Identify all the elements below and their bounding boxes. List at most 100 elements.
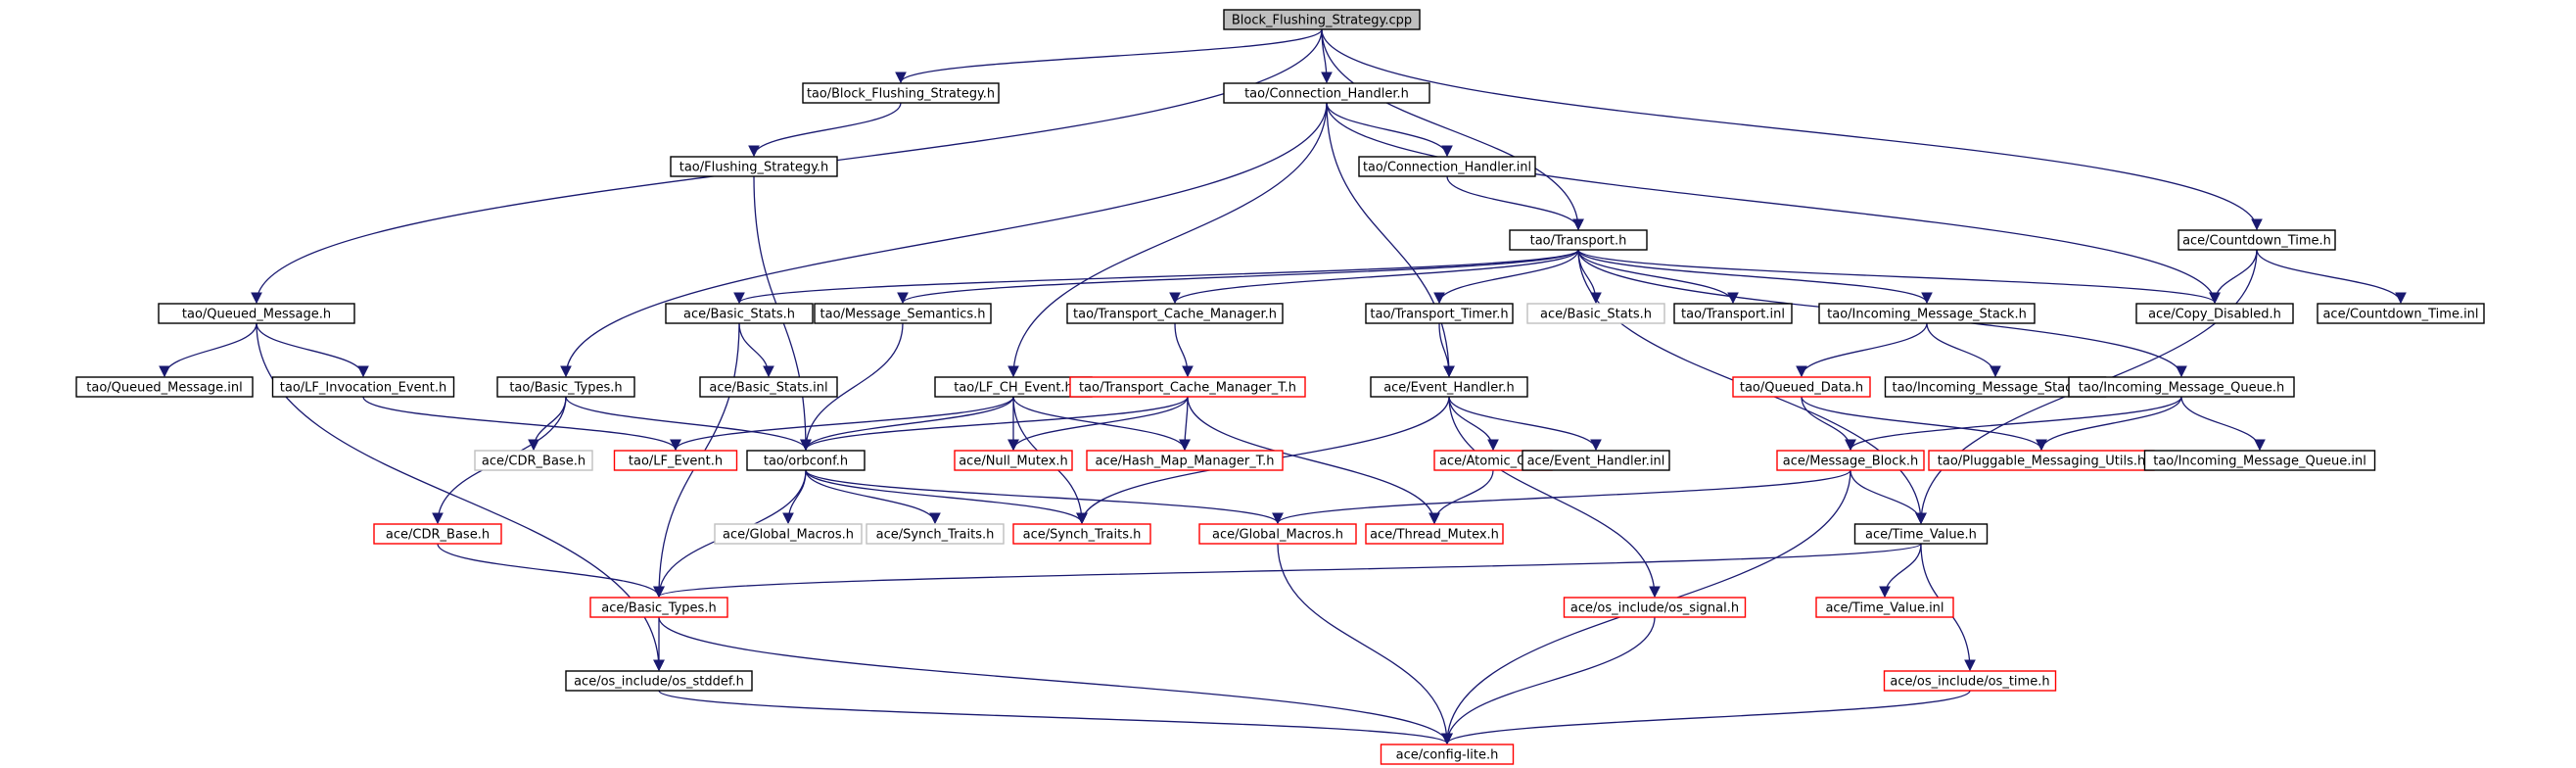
node-bfs[interactable]: tao/Block_Flushing_Strategy.h bbox=[802, 82, 1000, 104]
node-box bbox=[665, 303, 814, 324]
node-cfg[interactable]: ace/config-lite.h bbox=[1380, 744, 1515, 765]
node-box bbox=[954, 450, 1073, 471]
node-lfie[interactable]: tao/LF_Invocation_Event.h bbox=[271, 376, 455, 398]
dependency-edge-qd-pmu bbox=[1801, 396, 2047, 452]
node-label: tao/Incoming_Message_Queue.h bbox=[2079, 381, 2284, 396]
node-label: tao/Transport.h bbox=[1530, 234, 1627, 249]
dependency-edge-lfie-lfe bbox=[362, 396, 681, 452]
node-label: ace/Atomic_Op.h bbox=[1439, 455, 1547, 469]
node-fs[interactable]: tao/Flushing_Strategy.h bbox=[670, 156, 838, 177]
node-msem[interactable]: tao/Message_Semantics.h bbox=[814, 303, 992, 324]
node-hmm[interactable]: ace/Hash_Map_Manager_T.h bbox=[1086, 450, 1284, 471]
node-cdtinl[interactable]: ace/Countdown_Time.inl bbox=[2317, 303, 2485, 324]
node-label: ace/os_include/os_stddef.h bbox=[574, 675, 744, 690]
node-cdt[interactable]: ace/Countdown_Time.h bbox=[2178, 229, 2336, 251]
node-label: tao/Incoming_Message_Queue.inl bbox=[2153, 455, 2366, 469]
node-box bbox=[2178, 229, 2336, 251]
node-box bbox=[1012, 523, 1151, 545]
dependency-edge-ims-imsinl bbox=[1926, 322, 2001, 378]
dependency-edge-orbc-gm2 bbox=[805, 469, 1284, 525]
node-abt[interactable]: ace/Basic_Types.h bbox=[589, 597, 728, 618]
dependency-edge-tr-tcm bbox=[1169, 249, 1579, 305]
dependency-edge-tv-abt bbox=[653, 543, 1922, 599]
dependency-edge-bt-orbc bbox=[565, 396, 812, 452]
node-stddef[interactable]: ace/os_include/os_stddef.h bbox=[565, 670, 753, 692]
node-box bbox=[589, 597, 728, 618]
dependency-edge-orbc-st2 bbox=[805, 469, 1088, 525]
node-bstatsinl[interactable]: ace/Basic_Stats.inl bbox=[699, 376, 838, 398]
dependency-edge-tv-tvinl bbox=[1879, 543, 1922, 599]
node-ehinl[interactable]: ace/Event_Handler.inl bbox=[1522, 450, 1670, 471]
node-box bbox=[1223, 9, 1421, 30]
node-mb[interactable]: ace/Message_Block.h bbox=[1776, 450, 1925, 471]
node-chinl[interactable]: tao/Connection_Handler.inl bbox=[1358, 156, 1536, 177]
node-nm[interactable]: ace/Null_Mutex.h bbox=[954, 450, 1073, 471]
node-label: tao/Queued_Message.inl bbox=[86, 381, 242, 396]
node-bstats[interactable]: ace/Basic_Stats.h bbox=[665, 303, 814, 324]
node-label: ace/Countdown_Time.h bbox=[2182, 234, 2331, 249]
node-st2[interactable]: ace/Synch_Traits.h bbox=[1012, 523, 1151, 545]
node-label: ace/Global_Macros.h bbox=[723, 528, 854, 543]
node-label: tao/Block_Flushing_Strategy.h bbox=[807, 87, 995, 102]
node-ttim[interactable]: tao/Transport_Timer.h bbox=[1365, 303, 1514, 324]
node-label: tao/LF_CH_Event.h bbox=[954, 381, 1073, 396]
dependency-edge-ch-chinl bbox=[1326, 102, 1453, 158]
node-st[interactable]: ace/Synch_Traits.h bbox=[866, 523, 1005, 545]
node-tcmt[interactable]: tao/Transport_Cache_Manager_T.h bbox=[1069, 376, 1306, 398]
node-orbc[interactable]: tao/orbconf.h bbox=[746, 450, 866, 471]
node-label: tao/Transport_Cache_Manager.h bbox=[1073, 308, 1277, 322]
dependency-edge-lfch-lfe bbox=[670, 396, 1014, 452]
node-tvinl[interactable]: ace/Time_Value.inl bbox=[1815, 597, 1954, 618]
node-tm[interactable]: ace/Thread_Mutex.h bbox=[1365, 523, 1504, 545]
node-tv[interactable]: ace/Time_Value.h bbox=[1853, 523, 1989, 545]
dependency-edge-gm2-cfg bbox=[1277, 543, 1453, 745]
node-cd[interactable]: ace/Copy_Disabled.h bbox=[2135, 303, 2294, 324]
node-sig[interactable]: ace/os_include/os_signal.h bbox=[1563, 597, 1747, 618]
node-lfe[interactable]: tao/LF_Event.h bbox=[613, 450, 738, 471]
node-qminl[interactable]: tao/Queued_Message.inl bbox=[75, 376, 254, 398]
node-imqinl[interactable]: tao/Incoming_Message_Queue.inl bbox=[2143, 450, 2376, 471]
node-box bbox=[496, 376, 635, 398]
node-bstats2[interactable]: ace/Basic_Stats.h bbox=[1526, 303, 1665, 324]
node-label: tao/Queued_Message.h bbox=[182, 308, 331, 322]
node-label: tao/Pluggable_Messaging_Utils.h bbox=[1938, 455, 2145, 469]
node-cdrb2[interactable]: ace/CDR_Base.h bbox=[373, 523, 502, 545]
node-tr[interactable]: tao/Transport.h bbox=[1509, 229, 1648, 251]
node-box bbox=[1818, 303, 2036, 324]
dependency-edge-cdt-cd bbox=[2209, 249, 2258, 305]
node-box bbox=[814, 303, 992, 324]
node-gm[interactable]: ace/Global_Macros.h bbox=[714, 523, 863, 545]
node-imsinl[interactable]: tao/Incoming_Message_Stack.inl bbox=[1884, 376, 2107, 398]
node-qd[interactable]: tao/Queued_Data.h bbox=[1732, 376, 1871, 398]
node-lfch[interactable]: tao/LF_CH_Event.h bbox=[934, 376, 1093, 398]
node-eh[interactable]: ace/Event_Handler.h bbox=[1370, 376, 1528, 398]
node-box bbox=[2143, 450, 2376, 471]
dependency-edge-ch-eh bbox=[1326, 102, 1455, 378]
node-box bbox=[670, 156, 838, 177]
node-qm[interactable]: tao/Queued_Message.h bbox=[158, 303, 355, 324]
node-gm2[interactable]: ace/Global_Macros.h bbox=[1198, 523, 1357, 545]
dependency-edge-orbc-st bbox=[805, 469, 941, 525]
node-tcm[interactable]: tao/Transport_Cache_Manager.h bbox=[1066, 303, 1284, 324]
node-label: tao/Incoming_Message_Stack.inl bbox=[1893, 381, 2099, 396]
node-trinl[interactable]: tao/Transport.inl bbox=[1673, 303, 1793, 324]
node-bt[interactable]: tao/Basic_Types.h bbox=[496, 376, 635, 398]
node-box bbox=[1673, 303, 1793, 324]
node-ch[interactable]: tao/Connection_Handler.h bbox=[1223, 82, 1430, 104]
node-box bbox=[2068, 376, 2295, 398]
node-label: tao/Transport_Cache_Manager_T.h bbox=[1079, 381, 1296, 396]
node-ostime[interactable]: ace/os_include/os_time.h bbox=[1883, 670, 2057, 692]
node-box bbox=[746, 450, 866, 471]
dependency-edge-root-tr bbox=[1321, 28, 1584, 231]
dependency-edge-bfs-fs bbox=[748, 102, 902, 158]
node-cdrb[interactable]: ace/CDR_Base.h bbox=[474, 450, 593, 471]
node-imq[interactable]: tao/Incoming_Message_Queue.h bbox=[2068, 376, 2295, 398]
node-box bbox=[714, 523, 863, 545]
node-box bbox=[1526, 303, 1665, 324]
node-pmu[interactable]: tao/Pluggable_Messaging_Utils.h bbox=[1928, 450, 2155, 471]
dependency-edge-ch-lfch bbox=[1007, 102, 1328, 378]
node-box bbox=[802, 82, 1000, 104]
node-box bbox=[1509, 229, 1648, 251]
node-ims[interactable]: tao/Incoming_Message_Stack.h bbox=[1818, 303, 2036, 324]
node-label: ace/Time_Value.inl bbox=[1825, 601, 1944, 616]
